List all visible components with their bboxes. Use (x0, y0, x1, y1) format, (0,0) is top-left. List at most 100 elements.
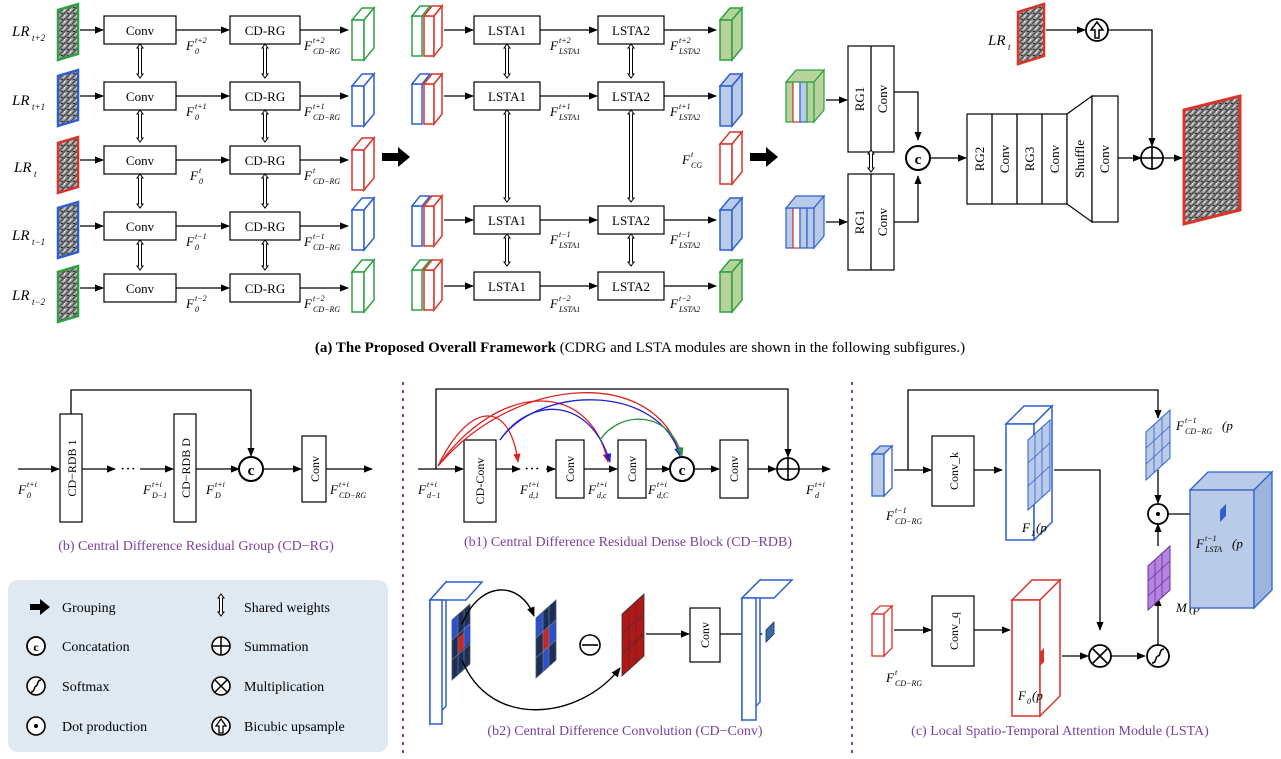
feature-sup: t+1 (195, 102, 207, 111)
center-grid (621, 593, 645, 677)
cdrg-label: CD-RG (245, 23, 285, 38)
feature-sub: LSTA (1204, 545, 1222, 554)
feature-sup: t (895, 668, 898, 677)
conv-label: Conv (625, 456, 639, 482)
svg-text:c: c (248, 463, 255, 479)
cd-rdb1-label: CD−RDB 1 (65, 439, 79, 496)
feature-sub: 0 (195, 113, 199, 122)
feature-sub: CD−RG (313, 243, 340, 252)
rg3-label: RG3 (1022, 147, 1037, 172)
feature-sup: t+1 (679, 102, 691, 111)
lsta-row-t: F CG t (681, 129, 744, 187)
lr-label: LR (987, 33, 1006, 49)
row-t+1: Conv CD-RG F 0 t+1 F CD−RG t+1 (80, 71, 376, 129)
feature-sub: LSTA2 (678, 305, 700, 314)
feature-sub: 0 (195, 305, 199, 314)
feature-sub: LSTA2 (678, 241, 700, 250)
reconstruct-stack-top (784, 68, 826, 124)
lr-label: LR (11, 24, 30, 40)
lr-sub: t−1 (32, 237, 45, 247)
feature-sub: LSTA2 (678, 47, 700, 56)
feature-label: F (519, 482, 529, 497)
feature-label: F (1175, 418, 1185, 433)
conv-label: Conv (875, 84, 890, 113)
feature-label: F (669, 104, 679, 119)
feature-sub: LSTA1 (558, 305, 580, 314)
lsta2-label: LSTA2 (612, 213, 650, 228)
feature-sup: t+i (427, 480, 437, 489)
sum-node (1140, 146, 1164, 170)
legend-label: Grouping (62, 601, 116, 616)
reconstruct-stack-bottom (784, 194, 826, 250)
conv-q-label: Conv_q (947, 612, 961, 650)
feature-sup: t+1 (559, 102, 571, 111)
feature-arg: (p (1036, 520, 1047, 535)
feature-sup: t+1 (313, 102, 325, 111)
lsta-section: LSTA1 LSTA2 F LSTA1 t+2 F LSTA2 t+2 LSTA… (410, 3, 744, 315)
cdconv-diagram: Conv (428, 578, 794, 726)
feature-sup: t−2 (679, 294, 691, 303)
svg-text:c: c (33, 640, 39, 654)
feature-sub: CD−RG (1185, 427, 1212, 436)
svg-text:c: c (915, 152, 922, 168)
lr-label: LR (11, 288, 30, 304)
feature-label: F (549, 38, 559, 53)
rg1-top: RG1 Conv (847, 45, 895, 153)
grouped-stack-t+2 (410, 3, 444, 59)
feature-sub: CD−RG (313, 47, 340, 56)
feature-sup: t+i (597, 480, 607, 489)
feature-label: F (329, 482, 339, 497)
rg1-label: RG1 (852, 210, 867, 235)
rg2-label: RG2 (972, 147, 987, 172)
caption-a: (a) The Proposed Overall Framework (CDRG… (315, 340, 965, 356)
feature-sup: t−1 (895, 506, 907, 515)
feature-label: F (549, 296, 559, 311)
feature-sup: t (313, 166, 316, 175)
feature-sup: t−2 (559, 294, 571, 303)
cdrg-label: CD-RG (245, 89, 285, 104)
grouped-stack-t-1 (410, 193, 444, 249)
lr-frame-t-1: LR t−1 (11, 200, 80, 260)
feature-sub: LSTA1 (558, 241, 580, 250)
conv-label: Conv (308, 456, 322, 482)
svg-text:c: c (679, 463, 686, 479)
feature-sub: 1 (1031, 529, 1035, 538)
f0-volume (1010, 578, 1062, 718)
feature-sup: t+i (339, 480, 349, 489)
feature-label: F (185, 104, 195, 119)
feature-label: F (885, 670, 895, 685)
lr-sub: t−2 (32, 297, 46, 307)
row-t: Conv CD-RG F 0 t F CD−RG t (80, 135, 376, 193)
conv-k-label: Conv_k (947, 452, 961, 490)
lr-sub: t (1008, 42, 1011, 52)
conv-label: Conv (126, 153, 155, 168)
feature-sub: d,C (657, 491, 669, 500)
row-t+2: Conv CD-RG F 0 t+2 F CD−RG t+2 (80, 5, 376, 63)
feature-label: F (681, 152, 691, 167)
conv-label: Conv (1047, 144, 1062, 173)
cdrg-diagram: CD−RDB 1 ··· CD−RDB D c Conv F 0 t+i F D… (17, 389, 373, 523)
mult-icon (211, 676, 231, 696)
legend-label: Shared weights (244, 601, 330, 616)
feature-label: F (185, 296, 195, 311)
rg-stack-block: RG2 Conv RG3 Conv Shuffle Conv (966, 94, 1119, 224)
dot-icon (26, 716, 46, 736)
output-volume (1188, 470, 1274, 610)
lsta1-label: LSTA1 (488, 213, 526, 228)
caption-c: (c) Local Spatio-Temporal Attention Modu… (911, 724, 1209, 739)
lr-label: LR (13, 160, 32, 176)
feature-sup: t−1 (1185, 416, 1197, 425)
lr-frame-t: LR t (13, 135, 80, 195)
legend-label: Softmax (62, 680, 109, 695)
lsta1-label: LSTA1 (488, 279, 526, 294)
feature-sup: t−1 (1205, 534, 1217, 543)
ellipsis: ··· (120, 461, 136, 478)
feature-sub: d,1 (529, 491, 539, 500)
lr-sub: t (34, 169, 37, 179)
sum-icon (211, 636, 231, 656)
frame-column: LR t+2 LR t+1 LR t LR t−1 LR t−2 (11, 2, 80, 324)
shared-weight-arrow (867, 149, 875, 173)
feature-sub: LSTA2 (678, 113, 700, 122)
rg1-bottom: RG1 Conv (847, 173, 895, 271)
reconstruction-section: RG1 Conv RG1 Conv c RG2 Conv RG3 Conv Sh (784, 2, 1242, 271)
